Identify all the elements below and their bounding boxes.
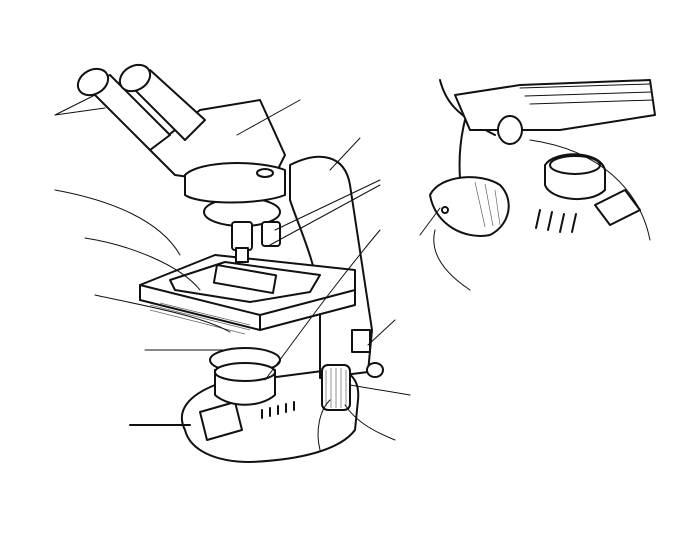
leader-line-stage xyxy=(84,237,201,291)
microscope-head xyxy=(149,99,286,204)
leader-line-stage-clip xyxy=(54,189,181,256)
stage xyxy=(139,254,356,335)
objectives xyxy=(203,197,281,263)
base-vents xyxy=(261,401,295,419)
focus-knobs xyxy=(321,329,384,411)
leader-line-knob-1 xyxy=(367,319,396,346)
inset-detail xyxy=(419,79,656,291)
leader-line-knob-3 xyxy=(317,399,331,451)
inset-label-plate xyxy=(594,189,641,226)
leader-line-knob-2 xyxy=(349,384,411,396)
inset-knob xyxy=(429,176,510,237)
leader-line-arm xyxy=(329,137,361,171)
base-label-plate xyxy=(199,401,243,441)
leader-line-diaphragm xyxy=(264,229,381,381)
eyepieces xyxy=(76,63,206,151)
leader-line-head xyxy=(236,99,301,136)
condenser xyxy=(209,347,281,406)
leader-line-eyepieces xyxy=(54,94,106,116)
leader-line-stage-control xyxy=(94,294,231,333)
leader-lines xyxy=(54,94,411,451)
leader-line-objectives xyxy=(269,179,381,246)
leader-line-knob-4 xyxy=(344,404,396,441)
